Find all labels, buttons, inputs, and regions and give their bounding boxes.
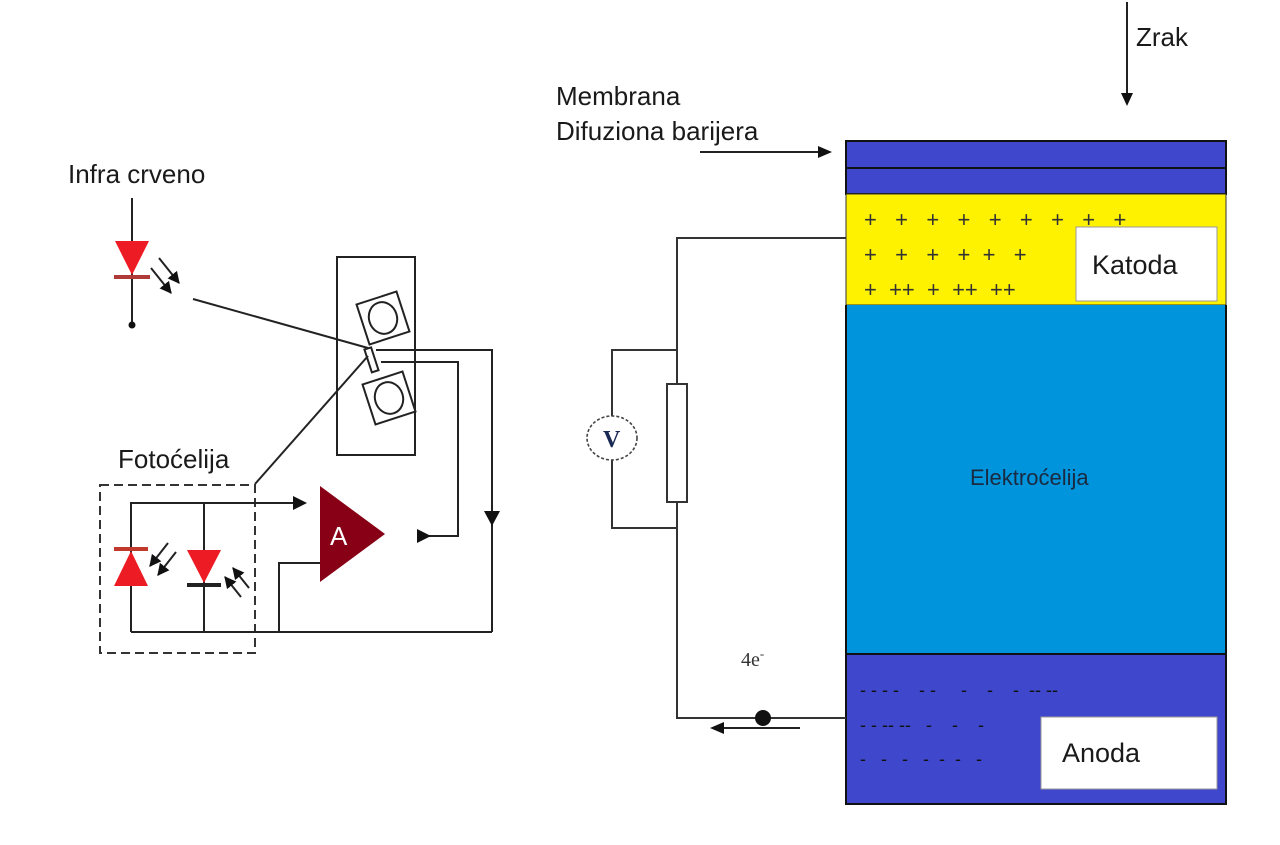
led-terminal bbox=[128, 321, 136, 329]
electrons-label: 4e- bbox=[741, 646, 764, 671]
photocell-group: Fotoćelija bbox=[99, 444, 500, 654]
electron-flow-arrow-icon bbox=[710, 722, 724, 734]
light-ray-arrow bbox=[158, 257, 180, 284]
sensor-housing bbox=[254, 256, 493, 632]
light-ray-arrow bbox=[150, 267, 172, 294]
electron-icon bbox=[755, 710, 771, 726]
amp-feedback-wire bbox=[278, 562, 320, 632]
mirror-top-icon bbox=[367, 301, 399, 335]
sensor-element bbox=[363, 346, 380, 374]
air-label: Zrak bbox=[1136, 22, 1189, 52]
photodiode-left-icon bbox=[114, 551, 148, 586]
signal-arrow-icon bbox=[293, 496, 307, 510]
signal-arrow-icon bbox=[417, 529, 431, 543]
cathode-charges-row: + ++ + ++ ++ bbox=[864, 277, 1016, 302]
signal-arrow-down-icon bbox=[484, 511, 500, 526]
photocell-top-wire bbox=[130, 502, 303, 632]
anode-charges-row: - - - - - - - - - -- -- bbox=[860, 680, 1058, 700]
incoming-light-arrow bbox=[157, 551, 177, 576]
membrane-label: Membrana bbox=[556, 81, 681, 111]
photodiode-bar bbox=[187, 583, 221, 587]
cathode-label: Katoda bbox=[1092, 250, 1179, 280]
output-wire bbox=[376, 349, 493, 632]
membrane-labels: Membrana Difuziona barijera bbox=[556, 81, 832, 158]
infrared-led-group: Infra crveno bbox=[68, 159, 369, 349]
amplifier: A bbox=[320, 486, 385, 582]
mirror-bottom-icon bbox=[373, 381, 405, 415]
voltmeter-label: V bbox=[603, 427, 621, 453]
air-inlet: Zrak bbox=[1121, 2, 1189, 106]
anode-label: Anoda bbox=[1062, 738, 1141, 768]
electrochemical-cell: + + + + + + + + + + + + + + + + ++ + ++ … bbox=[845, 140, 1227, 805]
membrane-layer bbox=[845, 140, 1227, 169]
external-circuit: V 4e- bbox=[586, 237, 846, 734]
outgoing-light-arrow bbox=[232, 567, 250, 589]
diffusion-barrier-label: Difuziona barijera bbox=[556, 116, 759, 146]
amplifier-label: A bbox=[330, 521, 348, 551]
outgoing-light-arrow bbox=[224, 576, 242, 598]
housing-frame bbox=[336, 256, 416, 456]
photocell-pointer-line bbox=[254, 355, 369, 485]
photodiode-right-icon bbox=[187, 550, 221, 583]
amplifier-icon bbox=[320, 486, 385, 582]
led-bar bbox=[114, 275, 150, 279]
cathode-charges-row: + + + + + + bbox=[864, 242, 1027, 267]
diffusion-barrier-layer bbox=[845, 167, 1227, 195]
incoming-light-arrow bbox=[149, 542, 169, 567]
anode-label-box bbox=[1040, 716, 1218, 790]
air-arrow-down-icon bbox=[1121, 93, 1133, 106]
voltmeter-icon bbox=[586, 415, 638, 461]
amp-output-wire bbox=[381, 361, 459, 537]
photocell-label: Fotoćelija bbox=[118, 444, 230, 474]
photocell-boundary bbox=[99, 484, 256, 654]
photodiode-bar bbox=[114, 547, 148, 551]
resistor-icon bbox=[666, 383, 688, 503]
electrolyte-layer bbox=[846, 305, 1226, 654]
cathode-label-box bbox=[1075, 226, 1218, 302]
barrier-arrow-icon bbox=[818, 146, 832, 158]
infrared-led-icon bbox=[115, 241, 149, 275]
electrolyte-label: Elektroćelija bbox=[970, 465, 1089, 490]
ir-beam-line bbox=[192, 298, 369, 349]
infrared-label: Infra crveno bbox=[68, 159, 205, 189]
anode-charges-row: - - - - - - - bbox=[860, 749, 982, 769]
anode-charges-row: - - -- -- - - - bbox=[860, 715, 984, 735]
